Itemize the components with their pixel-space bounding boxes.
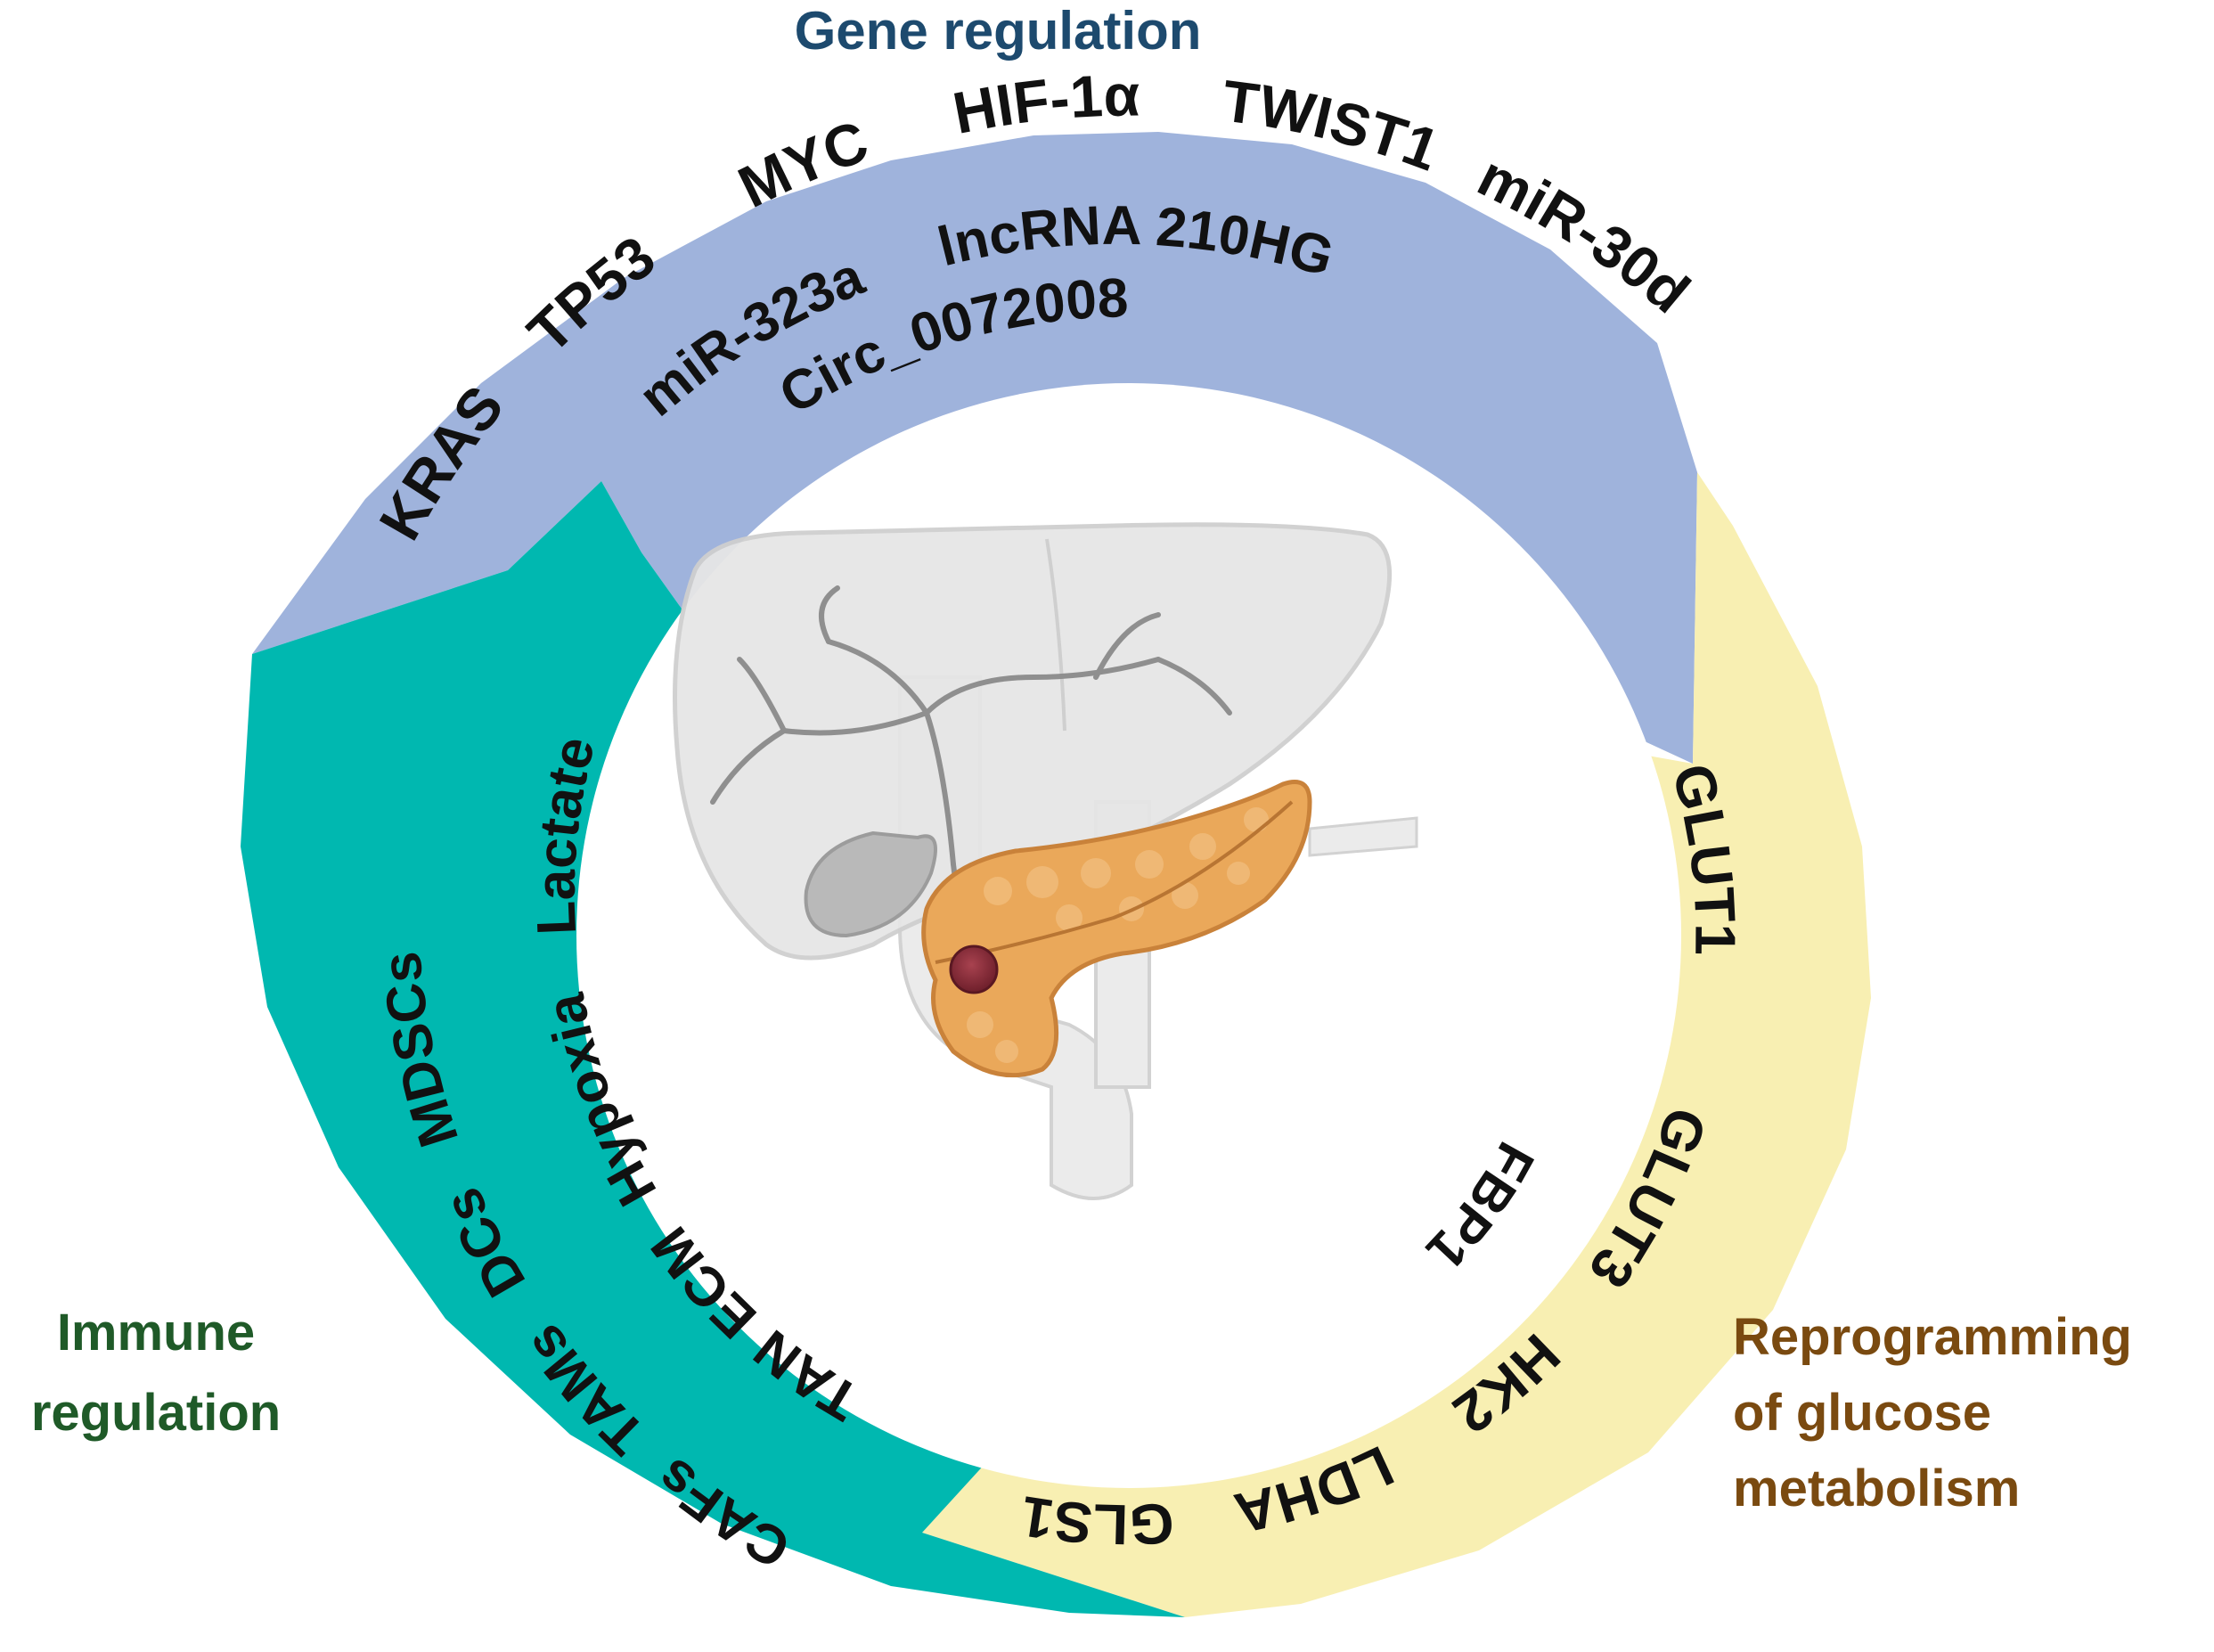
immune-regulation-title-line2: regulation xyxy=(31,1384,281,1442)
glucose-metabolism-title-line3: metabolism xyxy=(1733,1460,2020,1517)
glucose-label-row1e: GLS1 xyxy=(1017,1484,1175,1557)
glucose-metabolism-title: Reprogramming xyxy=(1733,1308,2132,1366)
liver-pancreas-illustration xyxy=(673,522,1418,1200)
immune-regulation-title: Immune xyxy=(57,1304,255,1362)
glucose-factor-gls1: GLS1 xyxy=(1017,1484,1175,1557)
gene-regulation-title: Gene regulation xyxy=(795,1,1202,61)
glucose-metabolism-title-line2: of glucose xyxy=(1733,1384,1991,1442)
tumor-icon xyxy=(949,945,999,994)
